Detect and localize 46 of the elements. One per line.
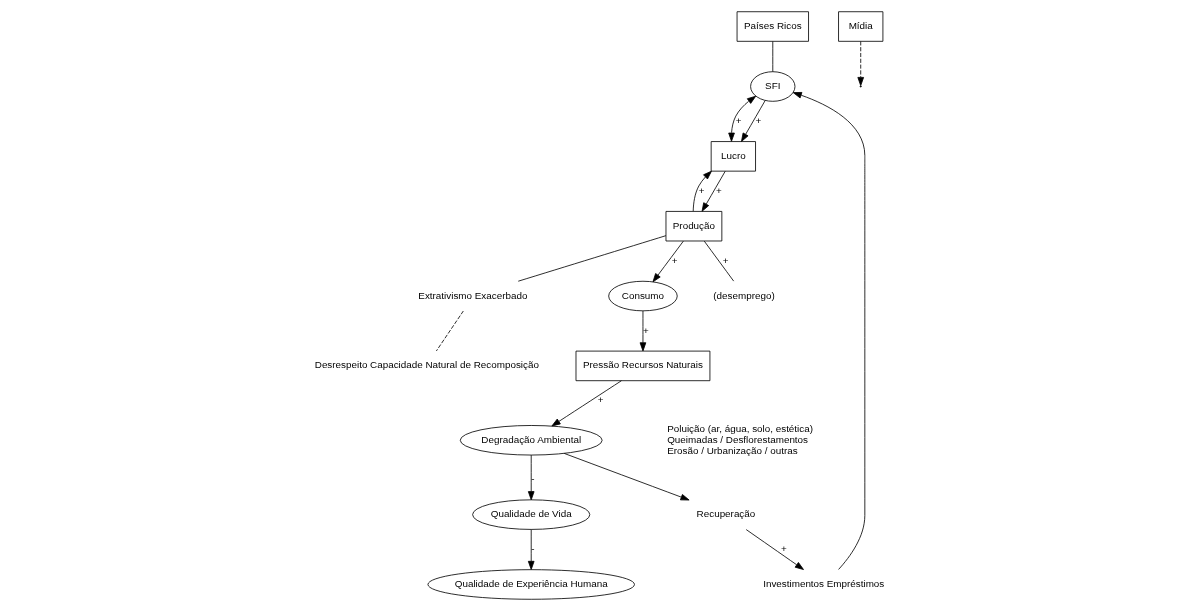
node-box: Produção xyxy=(665,211,722,242)
connector xyxy=(703,240,734,282)
node-ellipse: Qualidade de Vida xyxy=(471,499,590,530)
arrow xyxy=(639,310,646,352)
node-box: Mídia xyxy=(837,11,883,42)
edge-label: + xyxy=(642,324,649,336)
edge-label: + xyxy=(780,543,787,555)
edge-label: + xyxy=(722,254,728,266)
edge-label: + xyxy=(715,184,722,196)
node-ellipse: Degradação Ambiental xyxy=(459,425,603,456)
edge-label: + xyxy=(755,114,761,126)
node-ellipse: Qualidade de Experiência Humana xyxy=(427,569,635,600)
connector xyxy=(771,41,773,73)
arrow xyxy=(701,170,726,212)
edge-label: + xyxy=(698,184,705,196)
edge-label: + xyxy=(597,394,604,406)
label: Erosão / Urbanização / outras xyxy=(666,444,798,456)
label: Poluição (ar, água, solo, estética) xyxy=(666,423,813,435)
arrow xyxy=(563,453,689,501)
node-text: Recuperação xyxy=(696,508,755,520)
edge-label: - xyxy=(530,543,534,555)
node-ellipse: Consumo xyxy=(607,280,678,312)
node-box: Países Ricos xyxy=(736,11,809,42)
arrow xyxy=(856,41,864,86)
node-text: Extrativismo Exacerbado xyxy=(417,289,527,301)
node-text: (desemprego) xyxy=(712,289,775,301)
node-box: Lucro xyxy=(710,141,756,172)
connector xyxy=(517,235,666,282)
arrow xyxy=(652,240,684,283)
arrow xyxy=(740,100,766,142)
node-text: Investimentos Empréstimos xyxy=(762,578,884,590)
node-text: Desrespeito Capacidade Natural de Recomposição xyxy=(314,359,539,371)
arrow xyxy=(792,92,865,570)
label: Queimadas / Desflorestamentos xyxy=(666,433,808,445)
arrow xyxy=(527,454,534,501)
edge-label: + xyxy=(735,114,742,126)
arrow xyxy=(745,529,804,570)
edge-label: - xyxy=(530,473,534,485)
arrow xyxy=(727,95,756,142)
arrow xyxy=(692,170,712,212)
connector xyxy=(435,310,464,352)
arrow xyxy=(551,380,622,427)
edge-label: + xyxy=(671,254,677,266)
node-ellipse: SFI xyxy=(749,71,795,102)
arrow xyxy=(527,529,534,570)
node-box: Pressão Recursos Naturais xyxy=(575,350,710,382)
